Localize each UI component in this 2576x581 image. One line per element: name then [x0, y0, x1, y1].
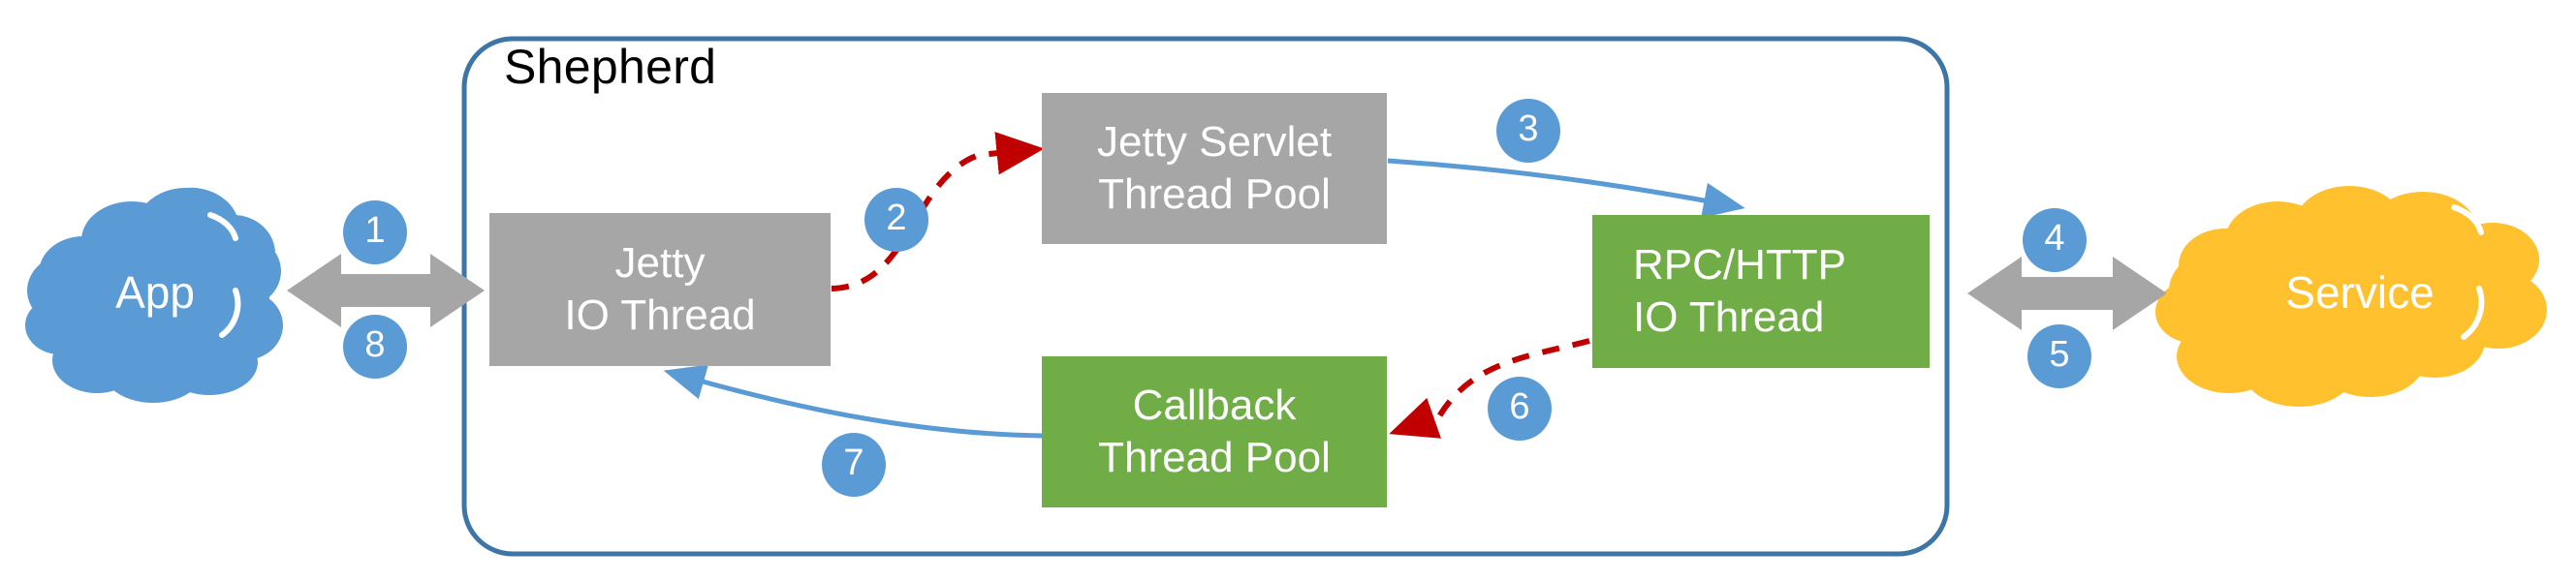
connector-rpc-service-double-arrow: [1967, 257, 2167, 330]
rpc-http-io-thread-line1: RPC/HTTP: [1633, 241, 1846, 290]
step-badge-4[interactable]: 4: [2023, 208, 2087, 272]
step-badge-7[interactable]: 7: [822, 433, 886, 497]
step-badge-7-label: 7: [843, 443, 864, 483]
jetty-io-thread-line1: Jetty: [614, 239, 706, 288]
node-rpc-http-io-thread[interactable]: RPC/HTTP IO Thread: [1592, 215, 1930, 368]
connector-step7-blue-curve: [663, 364, 1044, 439]
connector-app-jetty-double-arrow: [287, 254, 485, 327]
connector-step3-blue-curve: [1387, 158, 1745, 219]
jetty-io-thread-line2: IO Thread: [564, 291, 756, 339]
jetty-servlet-thread-pool-line2: Thread Pool: [1098, 170, 1331, 218]
shepherd-container-title: Shepherd: [504, 40, 717, 94]
node-jetty-servlet-thread-pool[interactable]: Jetty Servlet Thread Pool: [1042, 93, 1387, 244]
step-badge-2[interactable]: 2: [864, 188, 928, 252]
step-badge-2-label: 2: [886, 198, 907, 238]
step-badge-8[interactable]: 8: [343, 315, 407, 379]
step-badge-4-label: 4: [2044, 218, 2065, 259]
step-badge-5-label: 5: [2049, 334, 2070, 375]
node-callback-thread-pool[interactable]: Callback Thread Pool: [1042, 356, 1387, 507]
step-badge-5[interactable]: 5: [2027, 324, 2091, 388]
step-badge-8-label: 8: [364, 324, 386, 365]
step-badge-1-label: 1: [364, 210, 386, 251]
callback-thread-pool-line2: Thread Pool: [1098, 434, 1331, 481]
step-badge-1[interactable]: 1: [343, 200, 407, 264]
rpc-http-io-thread-line2: IO Thread: [1633, 293, 1825, 341]
jetty-servlet-thread-pool-line1: Jetty Servlet: [1096, 118, 1333, 167]
step-badge-3-label: 3: [1518, 108, 1539, 149]
step-badge-6-label: 6: [1509, 386, 1530, 427]
service-cloud-shape: [2155, 186, 2547, 407]
connector-step6-red-dashed: [1389, 338, 1590, 439]
callback-thread-pool-line1: Callback: [1132, 382, 1297, 430]
app-cloud-shape: [25, 187, 283, 403]
step-badge-6[interactable]: 6: [1488, 377, 1552, 441]
step-badge-3[interactable]: 3: [1496, 99, 1560, 163]
connector-step2-red-dashed: [831, 132, 1045, 291]
node-jetty-io-thread[interactable]: Jetty IO Thread: [489, 213, 831, 366]
